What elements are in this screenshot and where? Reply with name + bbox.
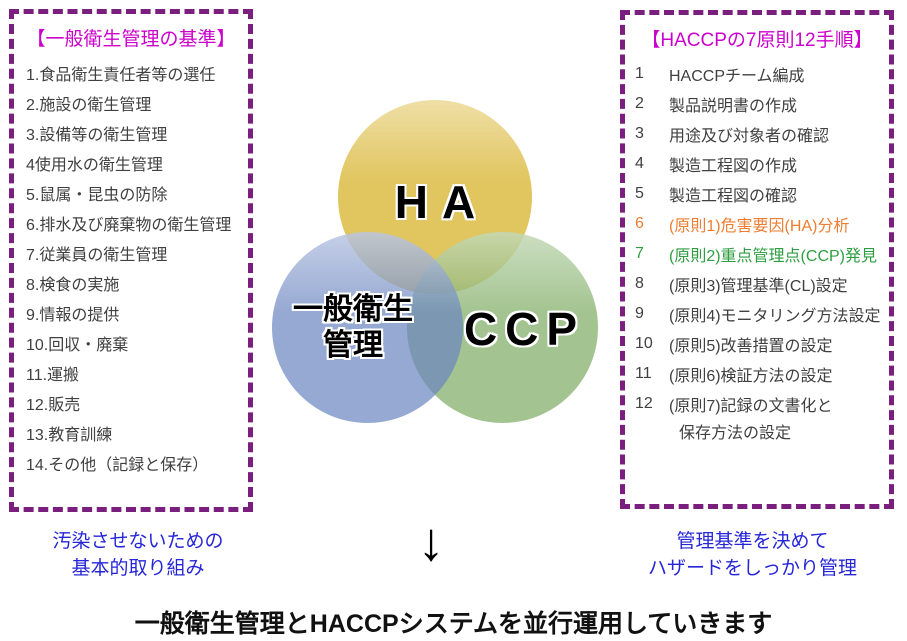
- right-panel-title: 【HACCPの7原則12手順】: [641, 30, 873, 51]
- step-number: 8: [635, 275, 644, 292]
- right-caption-line2: ハザードをしっかり管理: [647, 558, 857, 579]
- right-item-list: 1 HACCPチーム編成 2 製品説明書の作成 3 用途及び対象者の確認 4 製造工程図の作成…: [625, 59, 889, 443]
- left-caption-line2: 基本的取り組み: [71, 558, 205, 579]
- down-arrow-icon: ↓: [417, 512, 445, 572]
- list-item: 13.教育訓練: [26, 427, 113, 444]
- list-item: 3 用途及び対象者の確認: [635, 119, 889, 149]
- list-item: 14.その他（記録と保存）: [26, 457, 209, 474]
- step-number: 4: [635, 155, 644, 172]
- ha-label: HA: [394, 176, 490, 228]
- step-text: 製品説明書の作成: [669, 98, 798, 115]
- list-item: 7 (原則2)重点管理点(CCP)発見: [635, 239, 889, 269]
- step-number: 5: [635, 185, 644, 202]
- step-text: 製造工程図の作成: [669, 158, 798, 175]
- step-number: 7: [635, 245, 644, 262]
- step-text: 製造工程図の確認: [669, 188, 798, 205]
- list-item: 1 HACCPチーム編成: [635, 59, 889, 89]
- list-item: 9.情報の提供: [26, 307, 120, 324]
- left-panel-title: 【一般衛生管理の基準】: [26, 29, 236, 50]
- step-number: 6: [635, 215, 644, 232]
- list-item: 12 (原則7)記録の文書化と: [635, 389, 889, 419]
- step-text: (原則6)検証方法の設定: [669, 368, 833, 385]
- list-item: 8 (原則3)管理基準(CL)設定: [635, 269, 889, 299]
- step-text: (原則4)モニタリング方法設定: [669, 308, 881, 325]
- list-item: 7.従業員の衛生管理: [26, 247, 168, 264]
- general-hygiene-label-line1: 一般衛生: [293, 293, 413, 326]
- step-number: 11: [635, 365, 652, 382]
- general-hygiene-label-line2: 管理: [323, 329, 383, 362]
- general-hygiene-panel: 【一般衛生管理の基準】 1.食品衛生責任者等の選任 2.施設の衛生管理 3.設備等の…: [9, 9, 253, 512]
- general-hygiene-label: 一般衛生 管理: [262, 292, 444, 364]
- list-item: 6 (原則1)危害要因(HA)分析: [635, 209, 889, 239]
- haccp-steps-panel: 【HACCPの7原則12手順】 1 HACCPチーム編成 2 製品説明書の作成 3 用途及…: [620, 10, 894, 509]
- list-item: 10.回収・廃棄: [26, 337, 129, 354]
- step-text: (原則3)管理基準(CL)設定: [669, 278, 848, 295]
- list-item: 4使用水の衛生管理: [26, 157, 163, 174]
- list-item: 2.施設の衛生管理: [26, 97, 152, 114]
- list-item: 9 (原則4)モニタリング方法設定: [635, 299, 889, 329]
- list-item: 1.食品衛生責任者等の選任: [26, 67, 216, 84]
- step-number: 3: [635, 125, 644, 142]
- bottom-title: 一般衛生管理とHACCPシステムを並行運用していきます: [134, 610, 773, 638]
- list-item: 2 製品説明書の作成: [635, 89, 889, 119]
- list-item: 10 (原則5)改善措置の設定: [635, 329, 889, 359]
- general-hygiene-circle: [272, 232, 463, 423]
- right-caption-line1: 管理基準を決めて: [676, 531, 829, 552]
- list-item: 8.検食の実施: [26, 277, 120, 294]
- step-text: HACCPチーム編成: [669, 68, 805, 85]
- step-number: 9: [635, 305, 644, 322]
- step-number: 12: [635, 395, 653, 412]
- step-text: (原則1)危害要因(HA)分析: [669, 218, 850, 235]
- left-caption-line1: 汚染させないための: [52, 531, 224, 552]
- list-item: 12.販売: [26, 397, 81, 414]
- step-text: (原則2)重点管理点(CCP)発見: [669, 248, 877, 265]
- list-item: 6.排水及び廃棄物の衛生管理: [26, 217, 232, 234]
- list-item: 11 (原則6)検証方法の設定: [635, 359, 889, 389]
- step-text-continuation: 保存方法の設定: [679, 425, 792, 442]
- right-caption: 管理基準を決めて ハザードをしっかり管理: [610, 528, 895, 582]
- list-item: 5 製造工程図の確認: [635, 179, 889, 209]
- step-number: 10: [635, 335, 653, 352]
- list-item: 4 製造工程図の作成: [635, 149, 889, 179]
- left-caption: 汚染させないための 基本的取り組み: [18, 528, 258, 582]
- step-text: (原則5)改善措置の設定: [669, 338, 833, 355]
- step-text: 用途及び対象者の確認: [669, 128, 830, 145]
- list-item: 5.鼠属・昆虫の防除: [26, 187, 168, 204]
- list-item: 11.運搬: [26, 367, 80, 384]
- step-number: 2: [635, 95, 644, 112]
- left-item-list: 1.食品衛生責任者等の選任 2.施設の衛生管理 3.設備等の衛生管理 4使用水の衛生管…: [14, 58, 248, 478]
- list-item: 3.設備等の衛生管理: [26, 127, 168, 144]
- step-text: (原則7)記録の文書化と: [669, 398, 833, 415]
- ccp-label: CCP: [463, 303, 586, 355]
- step-number: 1: [635, 65, 644, 82]
